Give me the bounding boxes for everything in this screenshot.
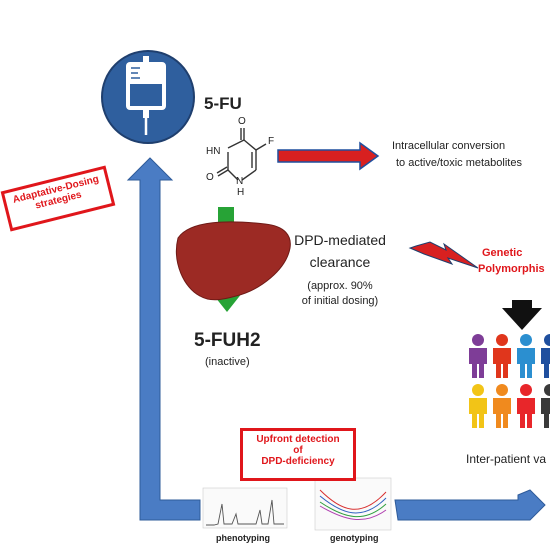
atom-o-top: O [238,116,246,127]
atom-hn: HN [206,146,221,157]
conversion-arrow [277,141,380,171]
metabolite-name: 5-FUH2 [194,330,261,351]
atom-h: H [237,187,245,198]
conversion-line1: Intracellular conversion [392,140,506,152]
phenotyping-label: phenotyping [216,533,270,543]
atom-f: F [268,136,275,147]
drug-name: 5-FU [204,94,242,113]
upfront-line3: DPD-deficiency [261,456,335,467]
clearance-line2: clearance [309,254,371,270]
clearance-line1: DPD-mediated [294,232,386,248]
person-icon [493,384,511,428]
atom-nh: N [236,176,244,187]
genetic-line2: Polymorphis [478,263,545,275]
feedback-arrow-left [126,157,201,521]
upfront-line2: of [293,445,303,456]
person-icon [541,384,550,428]
5fu-structure-icon [216,128,267,181]
variability-label: Inter-patient va [466,452,547,466]
phenotyping-chart [202,487,288,529]
person-icon [469,334,487,378]
genetic-line1: Genetic [482,247,523,259]
person-icon [493,334,511,378]
metabolite-note: (inactive) [205,356,250,368]
feedback-arrow-right [394,489,546,521]
genotyping-chart [314,477,392,531]
person-icon [517,334,535,378]
liver-icon [176,221,291,301]
genotyping-label: genotyping [330,533,379,543]
atom-o-left: O [206,172,214,183]
upfront-detection-stamp: Upfront detection of DPD-deficiency [240,428,356,481]
clearance-line3: (approx. 90% [307,280,373,292]
lightning-arrow [408,241,479,269]
clearance-line4: of initial dosing) [301,295,379,307]
black-down-arrow [502,300,542,330]
person-icon [469,384,487,428]
person-icon [541,334,550,378]
conversion-line2: to active/toxic metabolites [396,157,522,169]
iv-bag-icon [101,50,195,144]
person-icon [517,384,535,428]
upfront-line1: Upfront detection [256,434,340,445]
patient-group [469,334,550,428]
